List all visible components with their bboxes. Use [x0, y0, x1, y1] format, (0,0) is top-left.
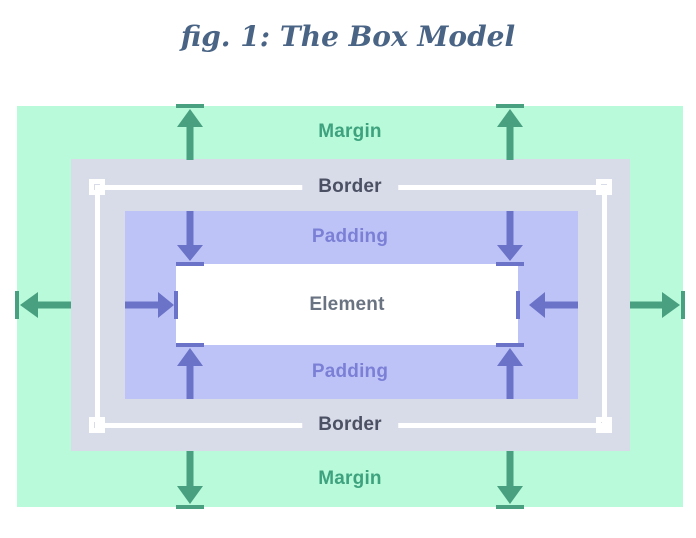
- selection-handle-top-right: [596, 179, 612, 195]
- border-label-bottom: Border: [302, 413, 398, 437]
- selection-handle-bottom-right: [596, 417, 612, 433]
- padding-label-top: Padding: [311, 226, 389, 247]
- border-label-top: Border: [302, 175, 398, 199]
- padding-label-bottom: Padding: [311, 361, 389, 382]
- element-box: Element: [176, 264, 518, 345]
- margin-label-bottom: Margin: [318, 468, 382, 489]
- margin-label-top: Margin: [318, 121, 382, 142]
- figure-caption: fig. 1: The Box Model: [180, 20, 516, 53]
- selection-handle-bottom-left: [89, 417, 105, 433]
- selection-handle-top-left: [89, 179, 105, 195]
- element-label: Element: [309, 293, 385, 315]
